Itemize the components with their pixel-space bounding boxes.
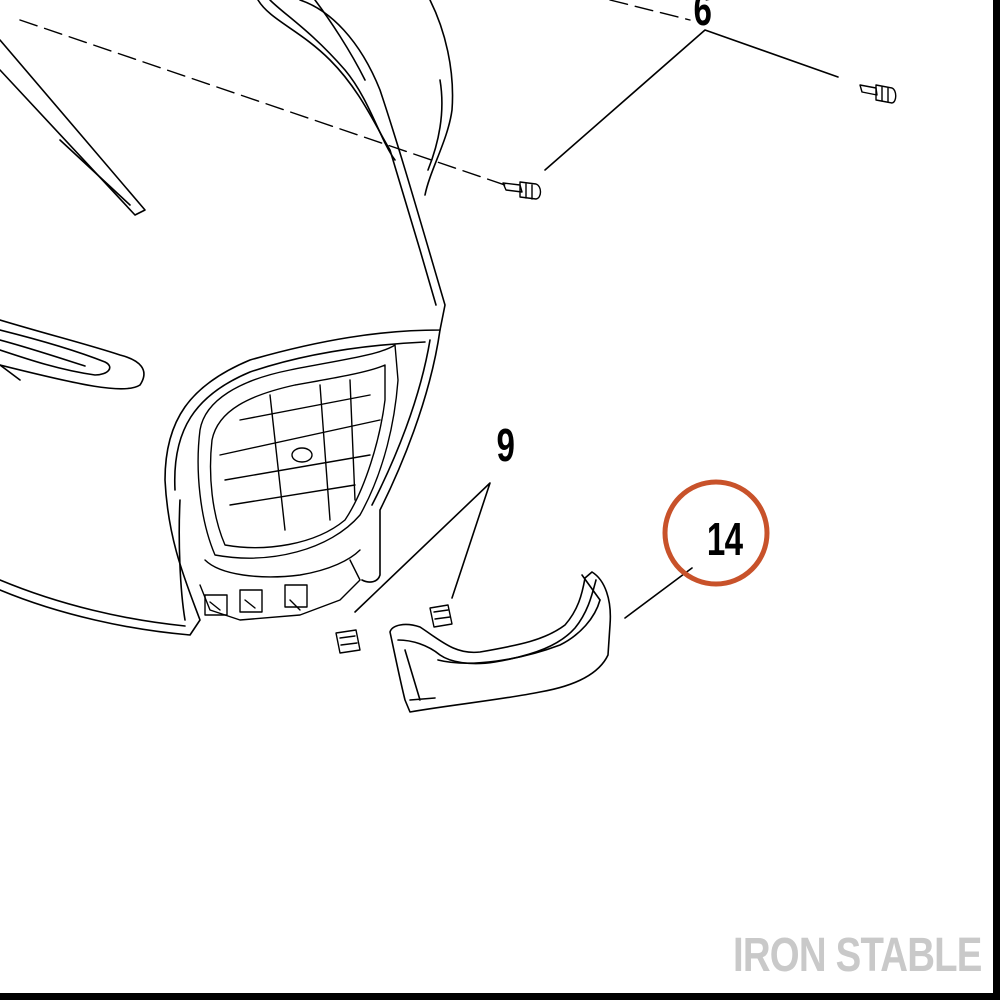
highlight-circle-14 (662, 479, 770, 587)
bolt-6-left (502, 181, 542, 200)
leader-line-9 (354, 482, 491, 613)
callout-number-9: 9 (496, 419, 515, 471)
leader-line-6 (544, 29, 839, 171)
bolt-6-right (859, 84, 897, 104)
clip-9-left (335, 629, 361, 654)
fastener-axis-dashed-line (19, 0, 691, 186)
lower-trim-14 (389, 571, 612, 713)
clip-9-right (429, 604, 453, 628)
leader-line-14 (624, 567, 693, 619)
callout-number-6: 6 (693, 0, 712, 35)
fairing-shell (0, 0, 454, 636)
callout-number-14: 14 (706, 513, 743, 565)
headlight-assembly (197, 344, 399, 621)
watermark: IRON STABLE (733, 929, 982, 982)
